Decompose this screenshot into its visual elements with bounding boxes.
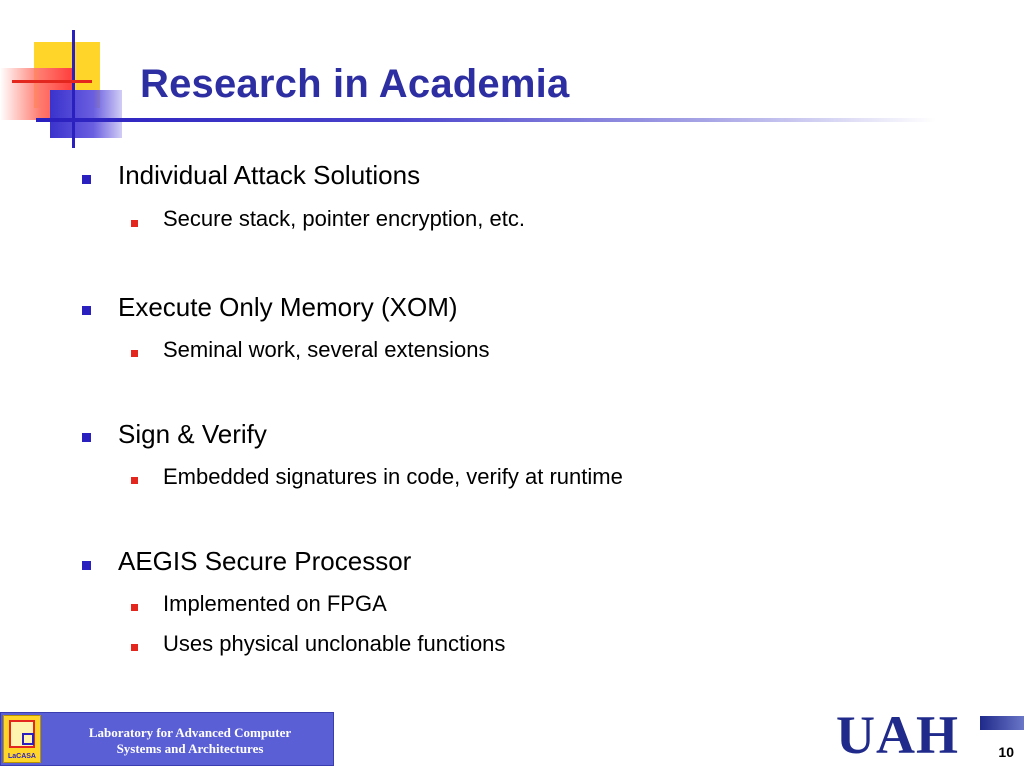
decor-blue-block (50, 90, 122, 138)
bullet-marker (82, 175, 91, 184)
decor-red-line (12, 80, 92, 83)
sub-bullet-marker (131, 604, 138, 611)
page-number: 10 (998, 744, 1014, 760)
title-underline (36, 118, 936, 122)
lab-name-line1: Laboratory for Advanced Computer (88, 725, 292, 740)
sub-bullet-item: Uses physical unclonable functions (163, 631, 506, 656)
sub-bullet-marker (131, 220, 138, 227)
sub-bullet-item: Embedded signatures in code, verify at r… (163, 464, 623, 489)
uah-logo: UAH (836, 705, 959, 765)
logo-label: LaCASA (7, 753, 36, 760)
sub-bullet-marker (131, 644, 138, 651)
lab-name: Laboratory for Advanced Computer Systems… (49, 725, 331, 757)
bullet-item: Sign & Verify (118, 419, 267, 449)
bullet-item: Individual Attack Solutions (118, 160, 421, 190)
uah-logo-bar (980, 716, 1024, 730)
sub-bullet-item: Secure stack, pointer encryption, etc. (163, 206, 525, 231)
sub-bullet-marker (131, 477, 138, 484)
sub-bullet-item: Implemented on FPGA (163, 591, 387, 616)
logo-mark-icon (22, 733, 34, 745)
decor-vertical-line (72, 30, 75, 148)
footer-lab-banner: LaCASA Laboratory for Advanced Computer … (0, 712, 334, 766)
bullet-item: Execute Only Memory (XOM) (118, 292, 458, 322)
sub-bullet-item: Seminal work, several extensions (163, 337, 490, 362)
bullet-marker (82, 433, 91, 442)
bullet-item: AEGIS Secure Processor (118, 546, 412, 576)
bullet-marker (82, 306, 91, 315)
bullet-marker (82, 561, 91, 570)
sub-bullet-marker (131, 350, 138, 357)
house-icon (9, 720, 35, 748)
slide-title: Research in Academia (140, 62, 570, 106)
lab-name-line2: Systems and Architectures (116, 741, 264, 756)
lacasa-logo: LaCASA (3, 715, 41, 763)
